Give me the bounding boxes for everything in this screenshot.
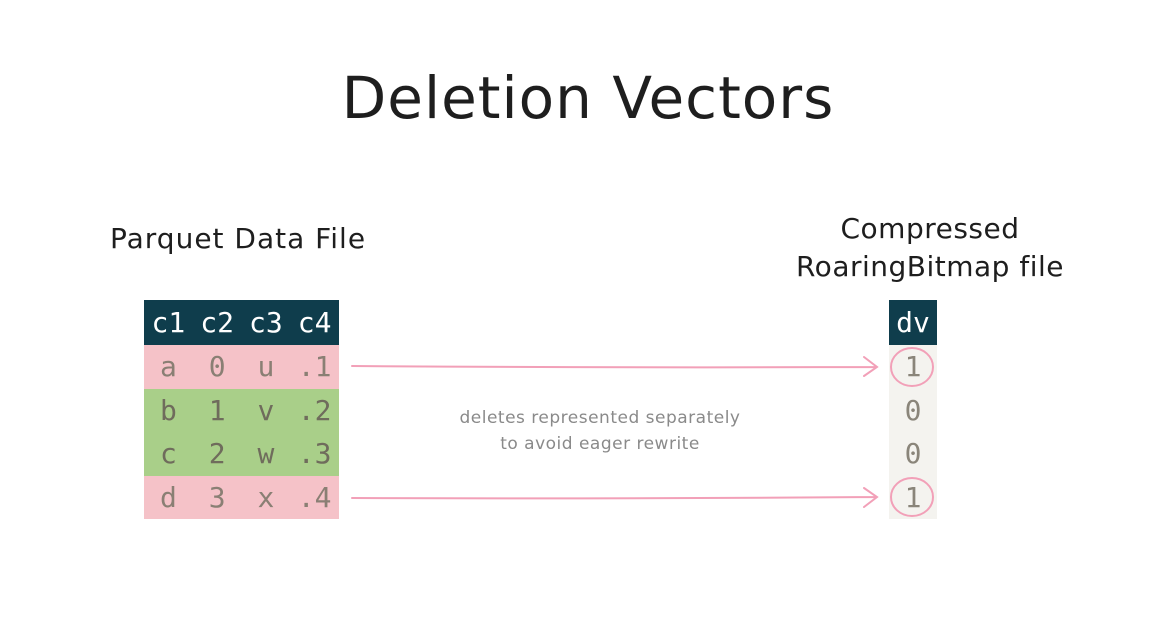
dv-value: 0 bbox=[889, 432, 937, 476]
table-cell: c bbox=[159, 437, 177, 471]
annotation-note: deletes represented separately to avoid … bbox=[400, 405, 800, 457]
table-cell: .2 bbox=[297, 393, 332, 427]
column-header: c3 bbox=[249, 306, 283, 339]
note-line: deletes represented separately bbox=[459, 408, 741, 428]
column-header: c4 bbox=[297, 306, 332, 339]
parquet-file-label: Parquet Data File bbox=[110, 222, 367, 255]
table-cell: 2 bbox=[208, 437, 226, 471]
bitmap-label-line: Compressed bbox=[840, 212, 1020, 245]
deletion-vector-column: dv 1 0 0 1 bbox=[889, 300, 937, 519]
table-row-kept: b 1 v .2 bbox=[144, 388, 339, 432]
table-cell: w bbox=[257, 437, 275, 471]
table-cell: v bbox=[257, 393, 275, 427]
bitmap-label-line: RoaringBitmap file bbox=[795, 250, 1064, 283]
table-cell: d bbox=[159, 480, 177, 514]
diagram-title: Deletion Vectors bbox=[341, 64, 835, 132]
arrow-row-1 bbox=[351, 356, 879, 377]
table-cell: 1 bbox=[208, 393, 226, 427]
highlight-circle bbox=[890, 477, 934, 517]
highlight-circle bbox=[890, 347, 934, 387]
table-cell: 3 bbox=[208, 480, 226, 514]
dv-header: dv bbox=[889, 300, 937, 345]
table-row-deleted: d 3 x .4 bbox=[144, 475, 339, 519]
table-cell: a bbox=[159, 350, 177, 384]
column-header: c1 bbox=[151, 306, 186, 339]
table-cell: 0 bbox=[208, 350, 226, 384]
bitmap-file-label: Compressed RoaringBitmap file bbox=[760, 210, 1100, 286]
dv-value: 0 bbox=[889, 388, 937, 432]
table-row-kept: c 2 w .3 bbox=[144, 432, 339, 476]
column-header: c2 bbox=[200, 306, 234, 339]
dv-value: 1 bbox=[889, 475, 937, 519]
table-row-deleted: a 0 u .1 bbox=[144, 345, 339, 389]
table-cell: x bbox=[257, 480, 275, 514]
table-cell: .4 bbox=[297, 480, 332, 514]
arrow-row-4 bbox=[351, 487, 879, 508]
table-cell: .1 bbox=[297, 350, 332, 384]
table-cell: u bbox=[257, 350, 275, 384]
note-line: to avoid eager rewrite bbox=[500, 434, 700, 454]
table-header-row: c1 c2 c3 c4 bbox=[144, 300, 339, 345]
parquet-table: c1 c2 c3 c4 a 0 u .1 b 1 v .2 c 2 w .3 d… bbox=[144, 300, 339, 519]
table-cell: .3 bbox=[297, 437, 332, 471]
table-cell: b bbox=[159, 393, 177, 427]
